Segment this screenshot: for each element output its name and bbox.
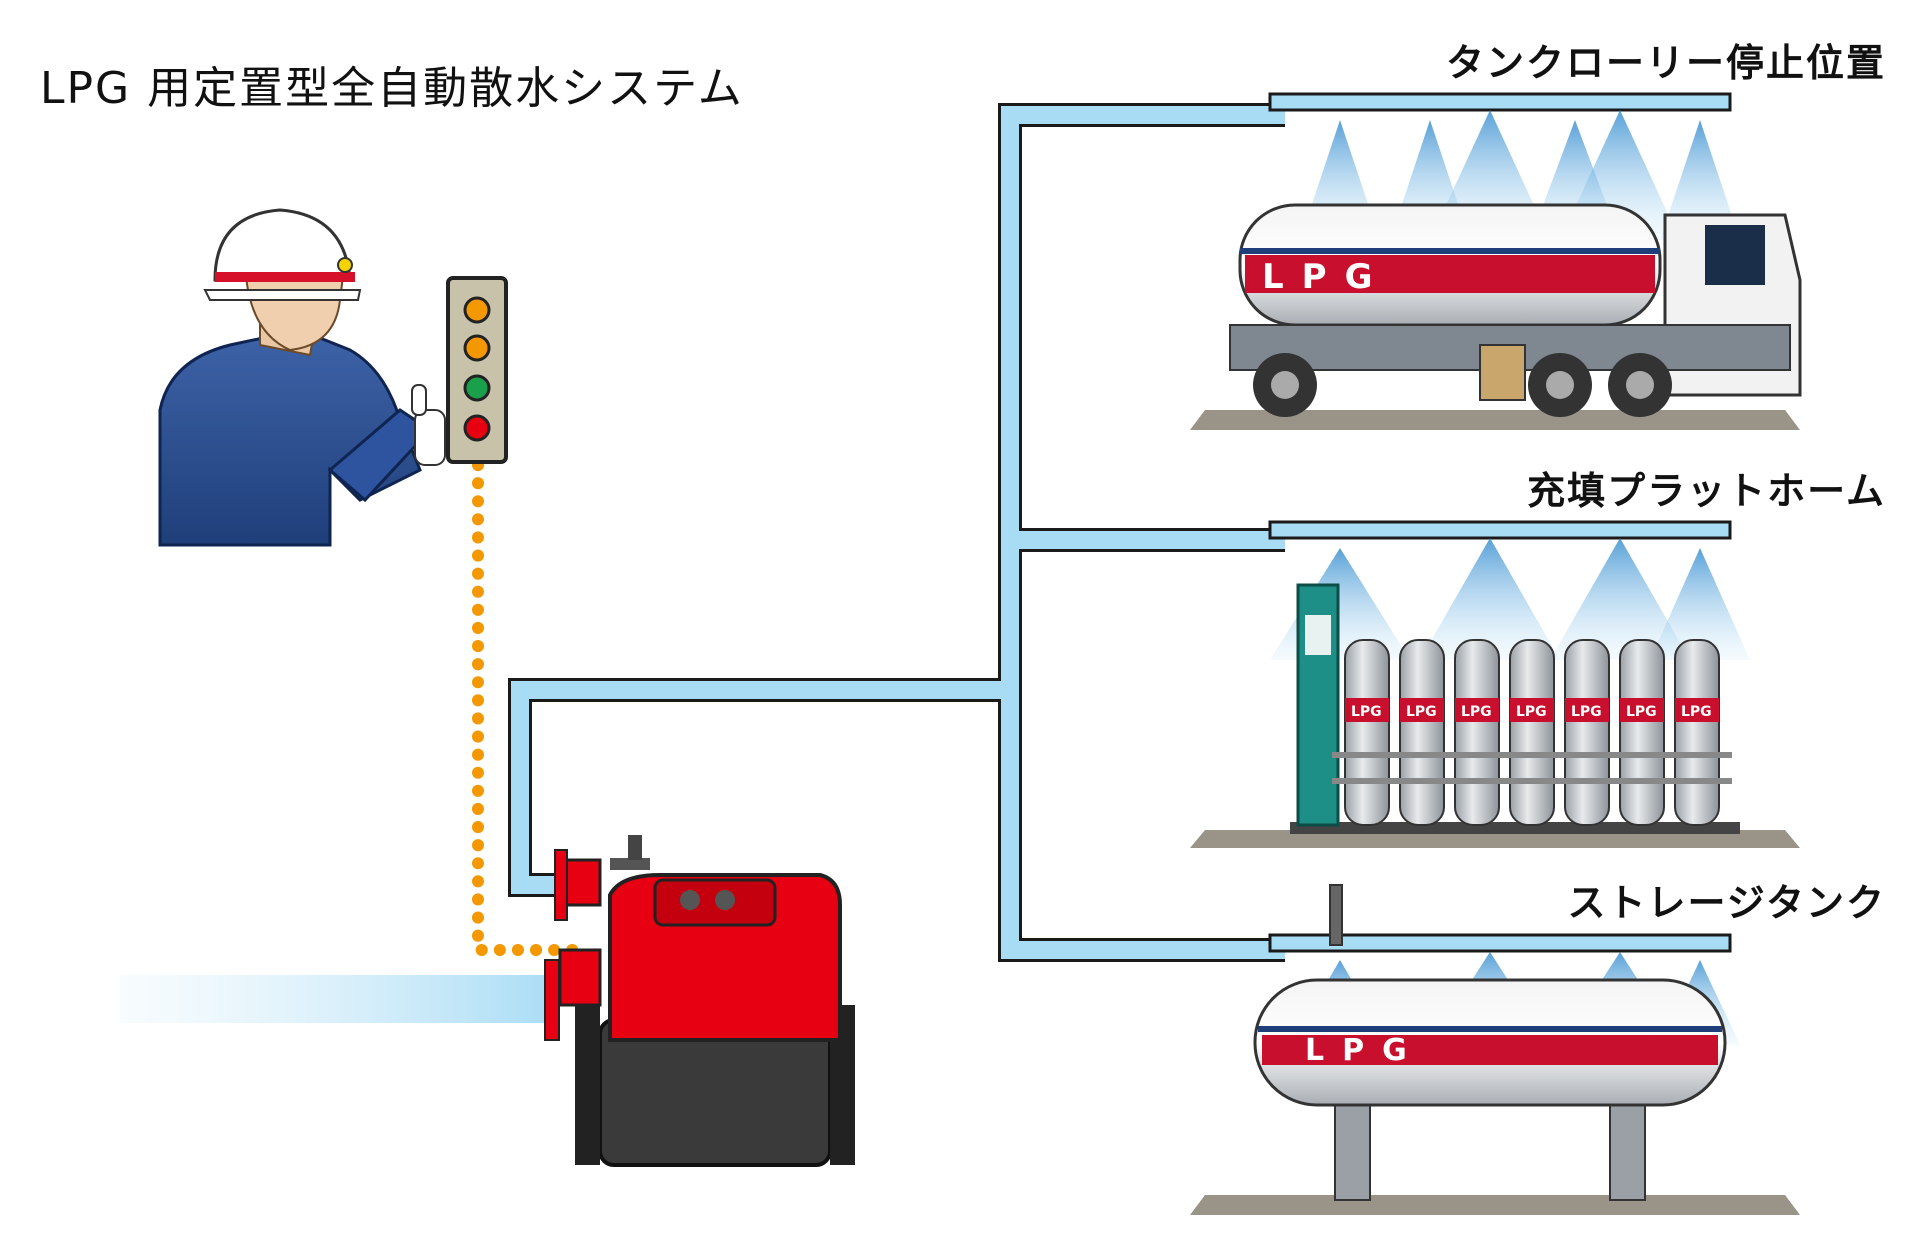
water-pipe-network	[508, 103, 1285, 962]
cylinder-lpg-mark: LPG	[1516, 704, 1547, 720]
label-filling-platform: 充填プラットホーム	[1527, 469, 1886, 513]
cylinder-lpg-mark: LPG	[1461, 704, 1492, 720]
page-title: LPG 用定置型全自動散水システム	[40, 63, 744, 114]
fire-pump	[544, 835, 855, 1167]
label-storage-tank: ストレージタンク	[1567, 881, 1886, 925]
cylinder-lpg-mark: LPG	[1681, 704, 1712, 720]
worker-figure	[158, 208, 446, 547]
cylinder-lpg-mark: LPG	[1571, 704, 1602, 720]
cylinder-lpg-mark: LPG	[1626, 704, 1657, 720]
water-supply-inlet	[120, 975, 560, 1023]
cylinder-lpg-mark: LPG	[1351, 704, 1382, 720]
gas-cylinders: LPG LPG LPG LPG LPG LPG LPG	[1332, 639, 1732, 826]
storage-tank: LPG	[1190, 978, 1800, 1215]
control-panel	[446, 276, 508, 464]
truck-lpg-mark: LPG	[1262, 257, 1391, 297]
filling-platform: LPG LPG LPG LPG LPG LPG LPG	[1190, 583, 1800, 848]
storage-lpg-mark: LPG	[1305, 1033, 1425, 1068]
cylinder-lpg-mark: LPG	[1406, 704, 1437, 720]
tank-lorry: LPG	[1190, 203, 1802, 430]
label-tank-lorry-position: タンクローリー停止位置	[1445, 41, 1886, 85]
spray-header-platform	[1268, 520, 1750, 660]
signal-cable	[472, 459, 586, 956]
